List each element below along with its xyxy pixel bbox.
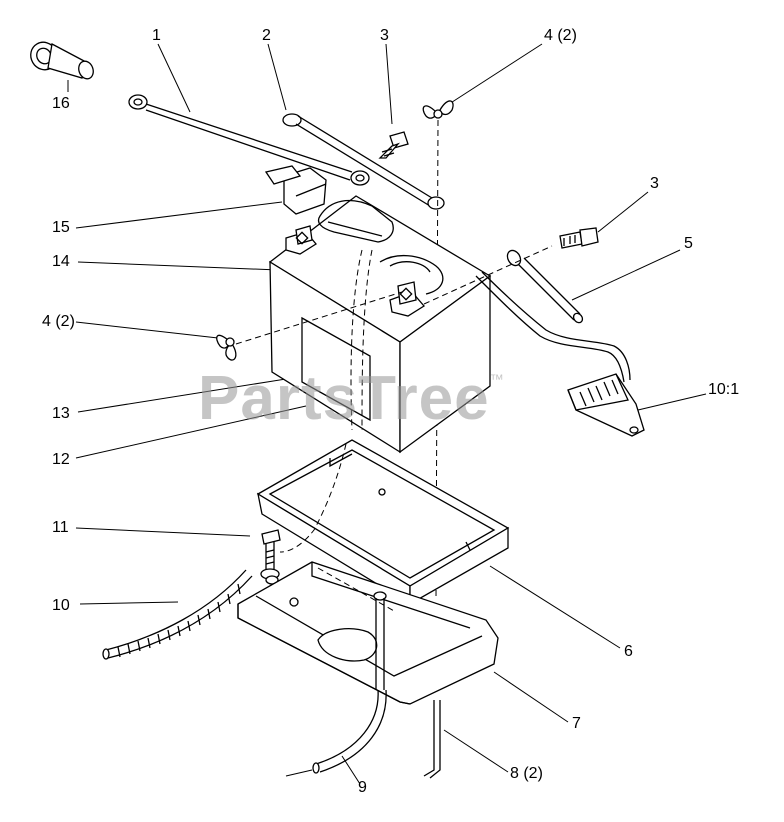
battery-strap-2 (282, 113, 445, 210)
wire-harness-10-1 (475, 271, 645, 437)
callout-4-top: 4 (2) (544, 27, 577, 44)
callout-8: 8 (2) (510, 765, 543, 782)
battery-cable-1 (128, 94, 370, 186)
callout-14: 14 (52, 253, 70, 270)
watermark-trademark: ™ (489, 371, 505, 387)
wing-nut-4-left (216, 291, 403, 361)
callout-13: 13 (52, 405, 70, 422)
cable-9 (285, 591, 387, 777)
callout-10-1: 10:1 (708, 381, 740, 398)
wing-nut-4-top (422, 100, 454, 119)
mounting-plate-7 (237, 561, 499, 705)
bolt-11 (260, 529, 281, 612)
bolt-3-right (559, 227, 599, 249)
callout-3-right: 3 (650, 175, 659, 192)
callout-5: 5 (684, 235, 693, 252)
ground-cable-10 (102, 569, 253, 660)
bolt-3-top (378, 131, 409, 159)
callout-11: 11 (52, 519, 69, 536)
callout-7: 7 (572, 715, 581, 732)
terminal-cover-15 (264, 165, 327, 215)
watermark-text: PartsTree (198, 364, 490, 433)
partstree-watermark: PartsTree™ (198, 368, 505, 430)
callout-6: 6 (624, 643, 633, 660)
callout-1: 1 (152, 27, 161, 44)
callout-12: 12 (52, 451, 70, 468)
terminal-boot-16 (30, 41, 94, 80)
battery-cable-5 (423, 245, 584, 324)
leader-lines (67, 43, 707, 785)
callout-4-left: 4 (2) (42, 313, 75, 330)
callout-3-top: 3 (380, 27, 389, 44)
callout-16: 16 (52, 95, 70, 112)
callout-9: 9 (358, 779, 367, 796)
callout-2: 2 (262, 27, 271, 44)
battery-12 (268, 195, 492, 454)
callout-10: 10 (52, 597, 70, 614)
callout-15: 15 (52, 219, 70, 236)
